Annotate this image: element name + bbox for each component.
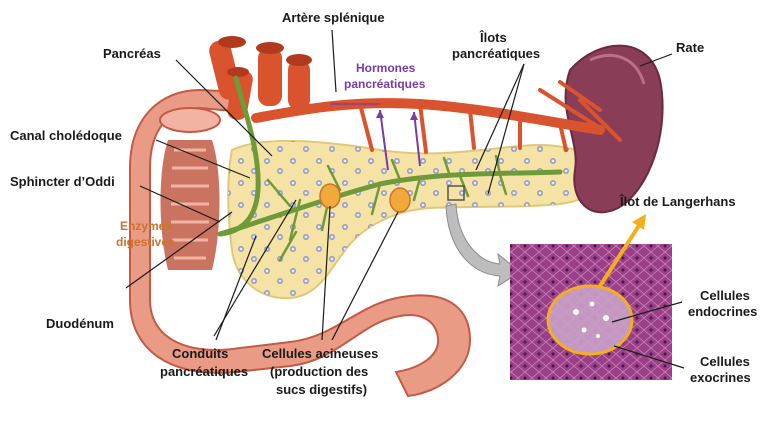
label-hormones-line2: pancréatiques <box>344 77 426 91</box>
label-ilots-line2: pancréatiques <box>452 46 540 61</box>
splenic-artery <box>207 36 620 152</box>
label-pancreas: Pancréas <box>103 46 161 61</box>
label-duodenum: Duodénum <box>46 316 114 331</box>
label-rate: Rate <box>676 40 704 55</box>
label-acineuses-line1: Cellules acineuses <box>262 346 378 361</box>
label-enzymes-line1: Enzymes <box>120 219 172 233</box>
label-hormones-line1: Hormones <box>356 61 416 75</box>
label-exocrines-line1: Cellules <box>700 354 750 369</box>
label-acineuses-line2: (production des <box>270 364 368 379</box>
label-sphincter-oddi: Sphincter d’Oddi <box>10 174 115 189</box>
label-conduits-line2: pancréatiques <box>160 364 248 379</box>
label-endocrines-line1: Cellules <box>700 288 750 303</box>
label-ilot-langerhans: Îlot de Langerhans <box>619 194 736 209</box>
zoom-arrow-icon <box>446 204 520 286</box>
label-endocrines-line2: endocrines <box>688 304 757 319</box>
label-acineuses-line3: sucs digestifs) <box>276 382 367 397</box>
label-artere-splenique: Artère splénique <box>282 10 385 25</box>
label-exocrines-line2: exocrines <box>690 370 751 385</box>
label-enzymes-line2: digestives <box>116 235 175 249</box>
label-conduits-line1: Conduits <box>172 346 228 361</box>
label-canal-choledoque: Canal cholédoque <box>10 128 122 143</box>
label-ilots-line1: Îlots <box>479 30 507 45</box>
